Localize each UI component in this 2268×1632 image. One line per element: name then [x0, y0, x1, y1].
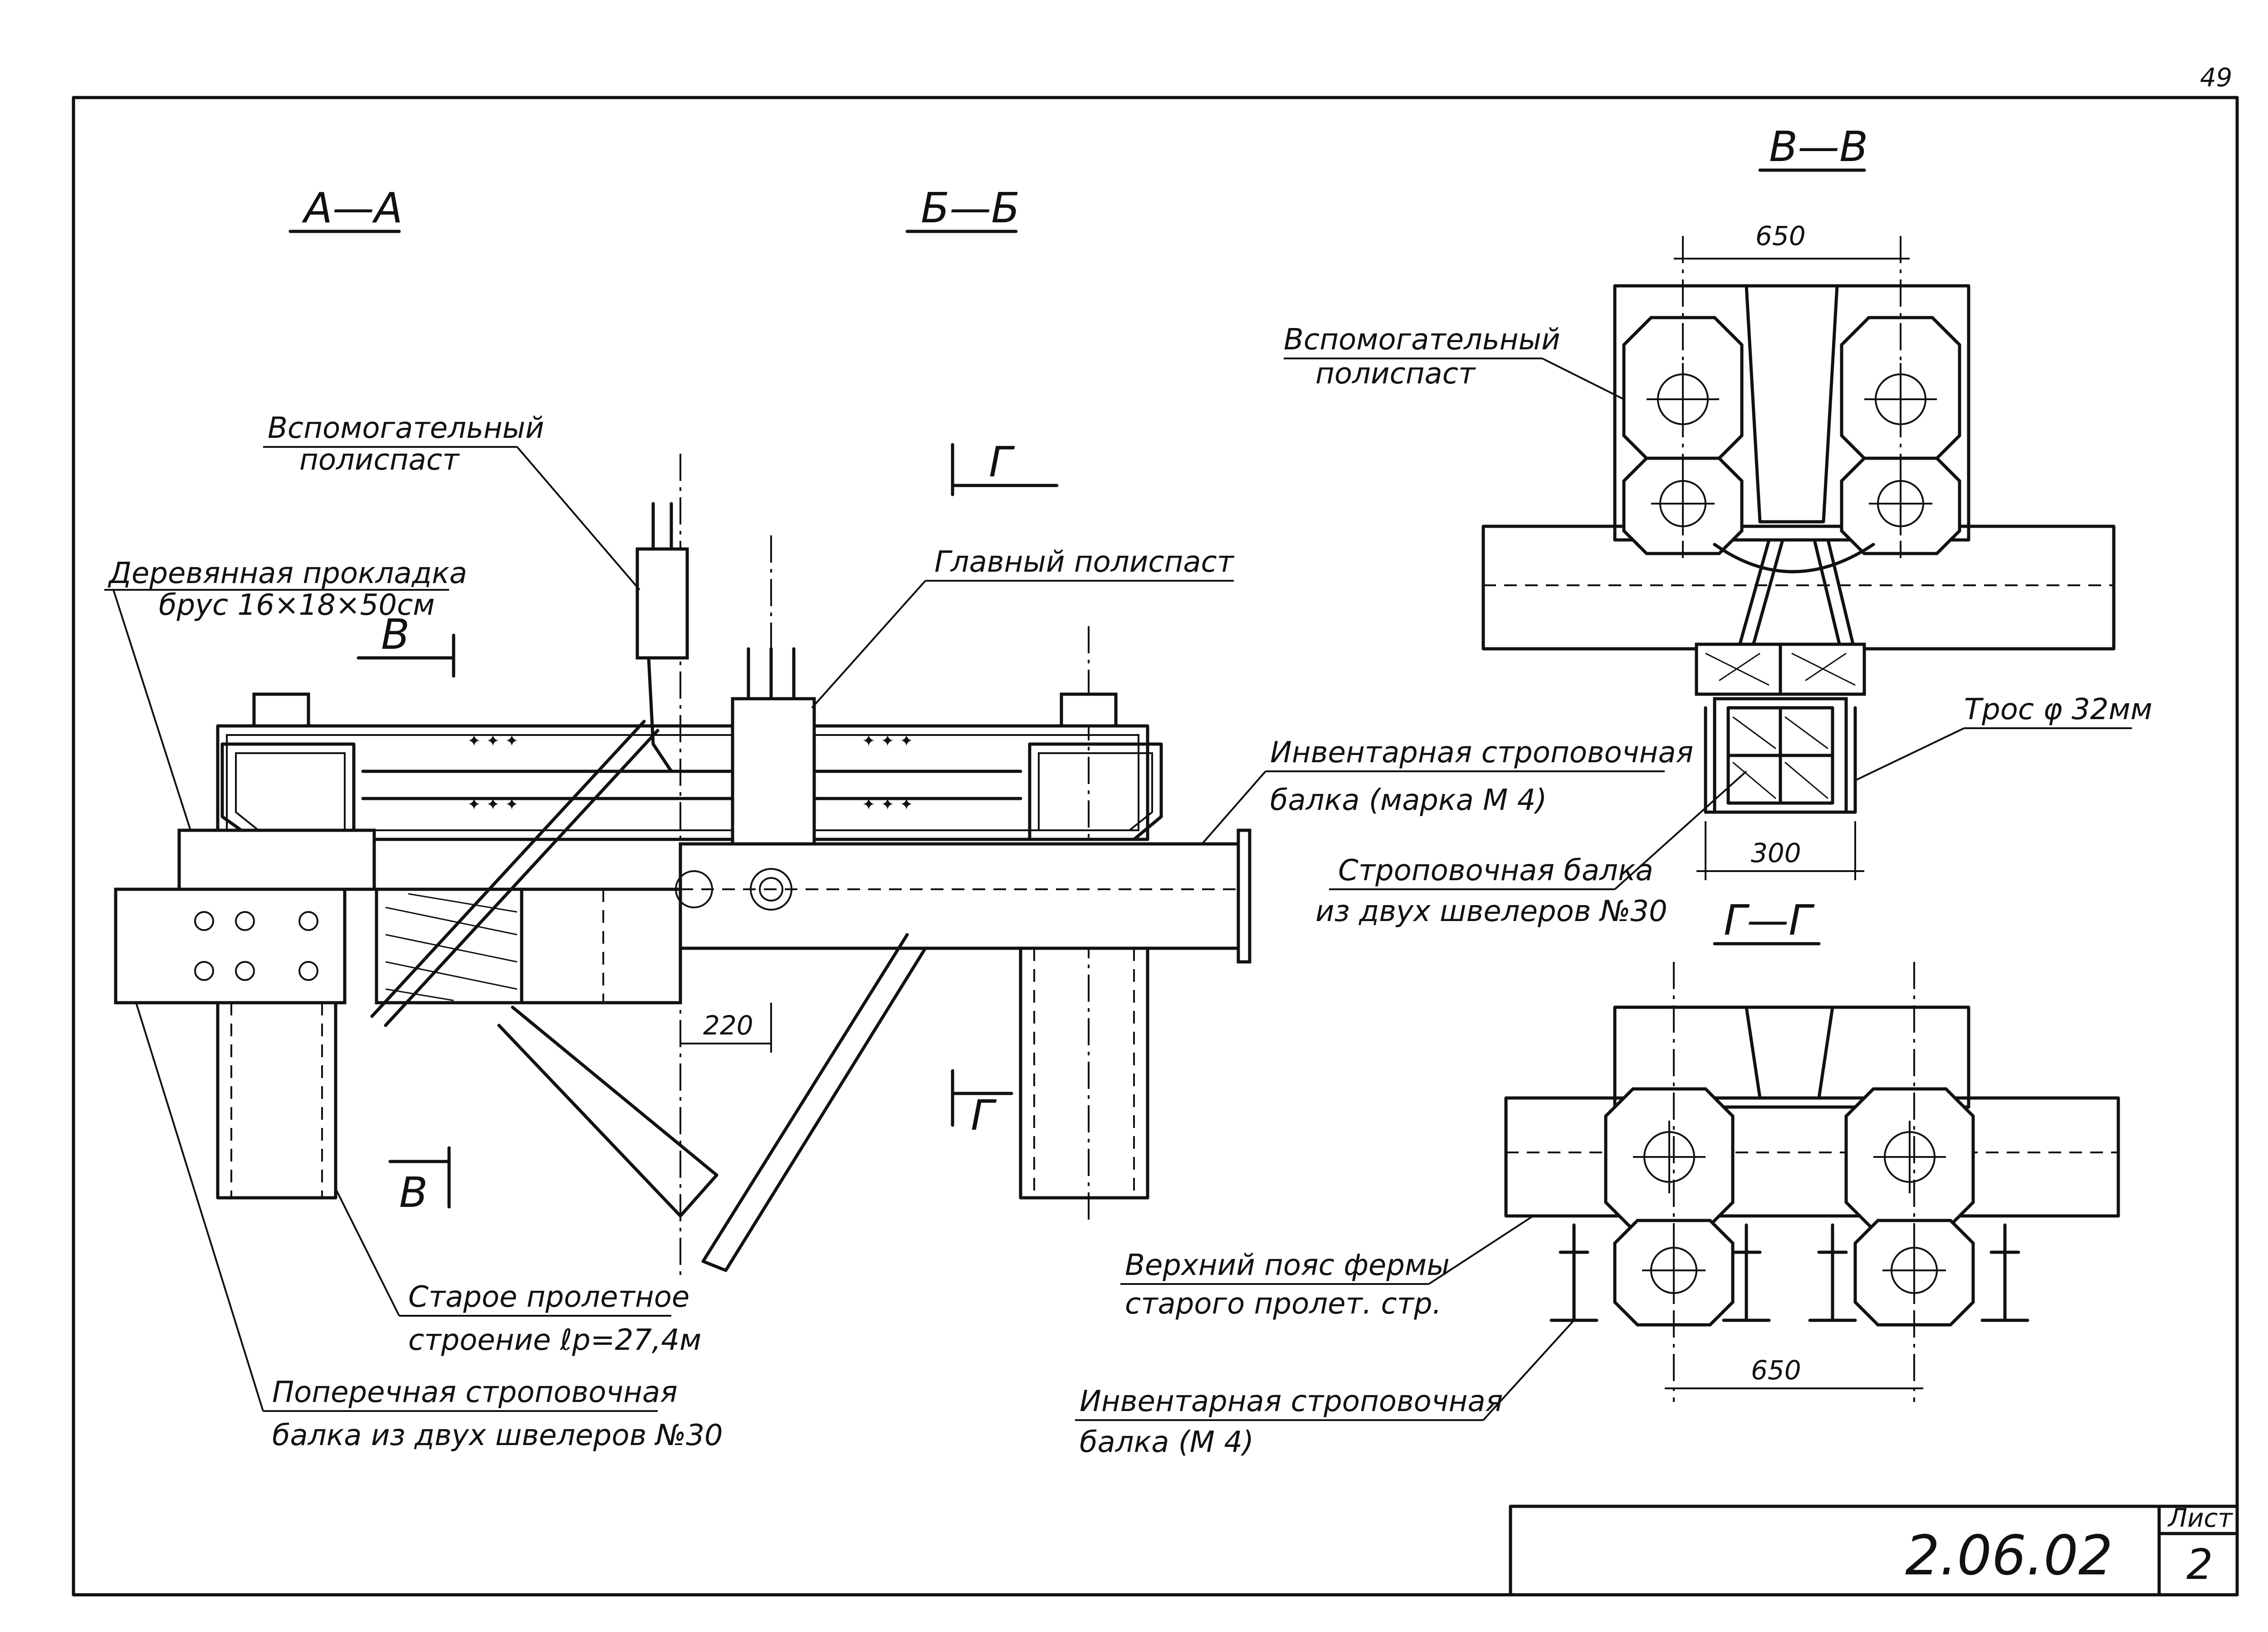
svg-text:полиспаст: полиспаст [299, 443, 460, 477]
wooden-pad [177, 828, 376, 891]
bolt-group [194, 911, 318, 981]
label-old-span: Старое пролетное строение ℓр=27,4м [335, 1188, 701, 1357]
svg-text:В: В [381, 610, 410, 659]
svg-text:строение ℓр=27,4м: строение ℓр=27,4м [408, 1323, 701, 1357]
section-vv-view: 650 300 Вспомогательный полиспаст Трос φ… [1284, 221, 2152, 928]
svg-text:✦ ✦ ✦: ✦ ✦ ✦ [467, 732, 518, 750]
svg-text:В—В: В—В [1769, 123, 1868, 171]
section-title-aa: А—А [288, 184, 403, 233]
svg-text:Инвентарная строповочная: Инвентарная строповочная [1270, 736, 1693, 769]
svg-text:300: 300 [1751, 838, 1801, 868]
svg-text:Б—Б: Б—Б [921, 184, 1020, 232]
label-sling-beam: Строповочная балка из двух швелеров №30 [1315, 770, 1747, 928]
dimension-650-top: 650 [1674, 221, 1910, 558]
svg-text:Главный полиспаст: Главный полиспаст [934, 545, 1235, 579]
main-hoist-block [731, 697, 816, 846]
svg-text:Поперечная строповочная: Поперечная строповочная [272, 1376, 678, 1409]
bolt-marks: ✦ ✦ ✦ ✦ ✦ ✦ ✦ ✦ ✦ ✦ ✦ ✦ [467, 732, 913, 814]
svg-text:Старое пролетное: Старое пролетное [408, 1280, 689, 1314]
svg-text:Строповочная балка: Строповочная балка [1338, 854, 1653, 887]
svg-text:балка (М 4): балка (М 4) [1080, 1426, 1254, 1459]
svg-text:балка (марка М 4): балка (марка М 4) [1270, 784, 1547, 817]
svg-text:Г: Г [971, 1091, 997, 1140]
svg-text:✦ ✦ ✦: ✦ ✦ ✦ [467, 795, 518, 814]
cut-mark-v-bottom: В [388, 1146, 451, 1217]
svg-text:Г—Г: Г—Г [1724, 896, 1815, 945]
svg-text:полиспаст: полиспаст [1315, 357, 1476, 391]
drawing-frame [72, 96, 2239, 1597]
dimension-220: 220 [680, 1003, 772, 1053]
pulley-gg-right-top [1844, 1087, 1975, 1231]
svg-text:Деревянная прокладка: Деревянная прокладка [108, 557, 467, 590]
svg-text:Трос φ 32мм: Трос φ 32мм [1964, 693, 2152, 726]
svg-text:Г: Г [989, 438, 1015, 486]
sheet-label: Лист [2167, 1504, 2233, 1533]
inventory-beam-studs [1549, 1223, 2029, 1322]
svg-text:✦ ✦ ✦: ✦ ✦ ✦ [862, 795, 913, 814]
svg-text:из двух швелеров №30: из двух швелеров №30 [1315, 895, 1667, 928]
svg-text:старого пролет. стр.: старого пролет. стр. [1125, 1287, 1442, 1321]
svg-text:✦ ✦ ✦: ✦ ✦ ✦ [862, 732, 913, 750]
svg-text:220: 220 [703, 1010, 753, 1041]
svg-text:Вспомогательный: Вспомогательный [1284, 323, 1560, 357]
svg-text:А—А: А—А [302, 184, 403, 232]
svg-text:Верхний пояс фермы: Верхний пояс фермы [1125, 1249, 1450, 1282]
svg-text:650: 650 [1751, 1355, 1801, 1386]
cut-mark-g-top: Г [951, 438, 1059, 496]
pulley-gg-left-top [1604, 1087, 1735, 1231]
cross-sling-beam [114, 887, 347, 1005]
label-inventory-beam-1: Инвентарная строповочная балка (марка М … [1201, 736, 1693, 845]
dimension-300: 300 [1696, 821, 1864, 880]
title-block: 2.06.02 Лист 2 [1509, 1504, 2239, 1597]
label-inventory-beam-2: Инвентарная строповочная балка (М 4) [1075, 1319, 1575, 1459]
label-main-hoist: Главный полиспаст [811, 545, 1235, 709]
inventory-sling-beam [679, 842, 1240, 950]
section-aa-bb-view: ✦ ✦ ✦ ✦ ✦ ✦ ✦ ✦ ✦ ✦ ✦ ✦ [104, 412, 1693, 1452]
aux-hoist-block [635, 547, 689, 660]
label-top-chord: Верхний пояс фермы старого пролет. стр. [1120, 1215, 1534, 1321]
section-title-gg: Г—Г [1713, 896, 1821, 946]
cut-mark-g-bottom: Г [951, 1069, 1013, 1140]
svg-text:Вспомогательный: Вспомогательный [268, 412, 544, 445]
label-aux-hoist-2: Вспомогательный полиспаст [1284, 323, 1624, 400]
sheet-number: 2 [2186, 1540, 2213, 1589]
section-title-vv: В—В [1758, 123, 1868, 172]
svg-text:брус 16×18×50см: брус 16×18×50см [159, 588, 435, 622]
svg-text:650: 650 [1755, 221, 1806, 251]
label-cable: Трос φ 32мм [1855, 693, 2152, 781]
page-number: 49 [2200, 63, 2232, 93]
drawing-code: 2.06.02 [1905, 1524, 2113, 1588]
label-aux-hoist-1: Вспомогательный полиспаст [263, 412, 640, 591]
svg-text:В: В [399, 1168, 428, 1217]
svg-text:балка из двух швелеров №30: балка из двух швелеров №30 [272, 1419, 723, 1452]
section-title-bb: Б—Б [905, 184, 1020, 233]
svg-text:Инвентарная строповочная: Инвентарная строповочная [1080, 1385, 1503, 1418]
dimension-650-bottom: 650 [1665, 962, 1923, 1402]
cut-mark-v-top: В [357, 610, 455, 678]
section-gg-view: 650 Верхний пояс фермы старого пролет. с… [1075, 962, 2120, 1459]
label-cross-beam: Поперечная строповочная балка из двух шв… [135, 1002, 723, 1452]
label-wood-pad: Деревянная прокладка брус 16×18×50см [104, 557, 467, 831]
